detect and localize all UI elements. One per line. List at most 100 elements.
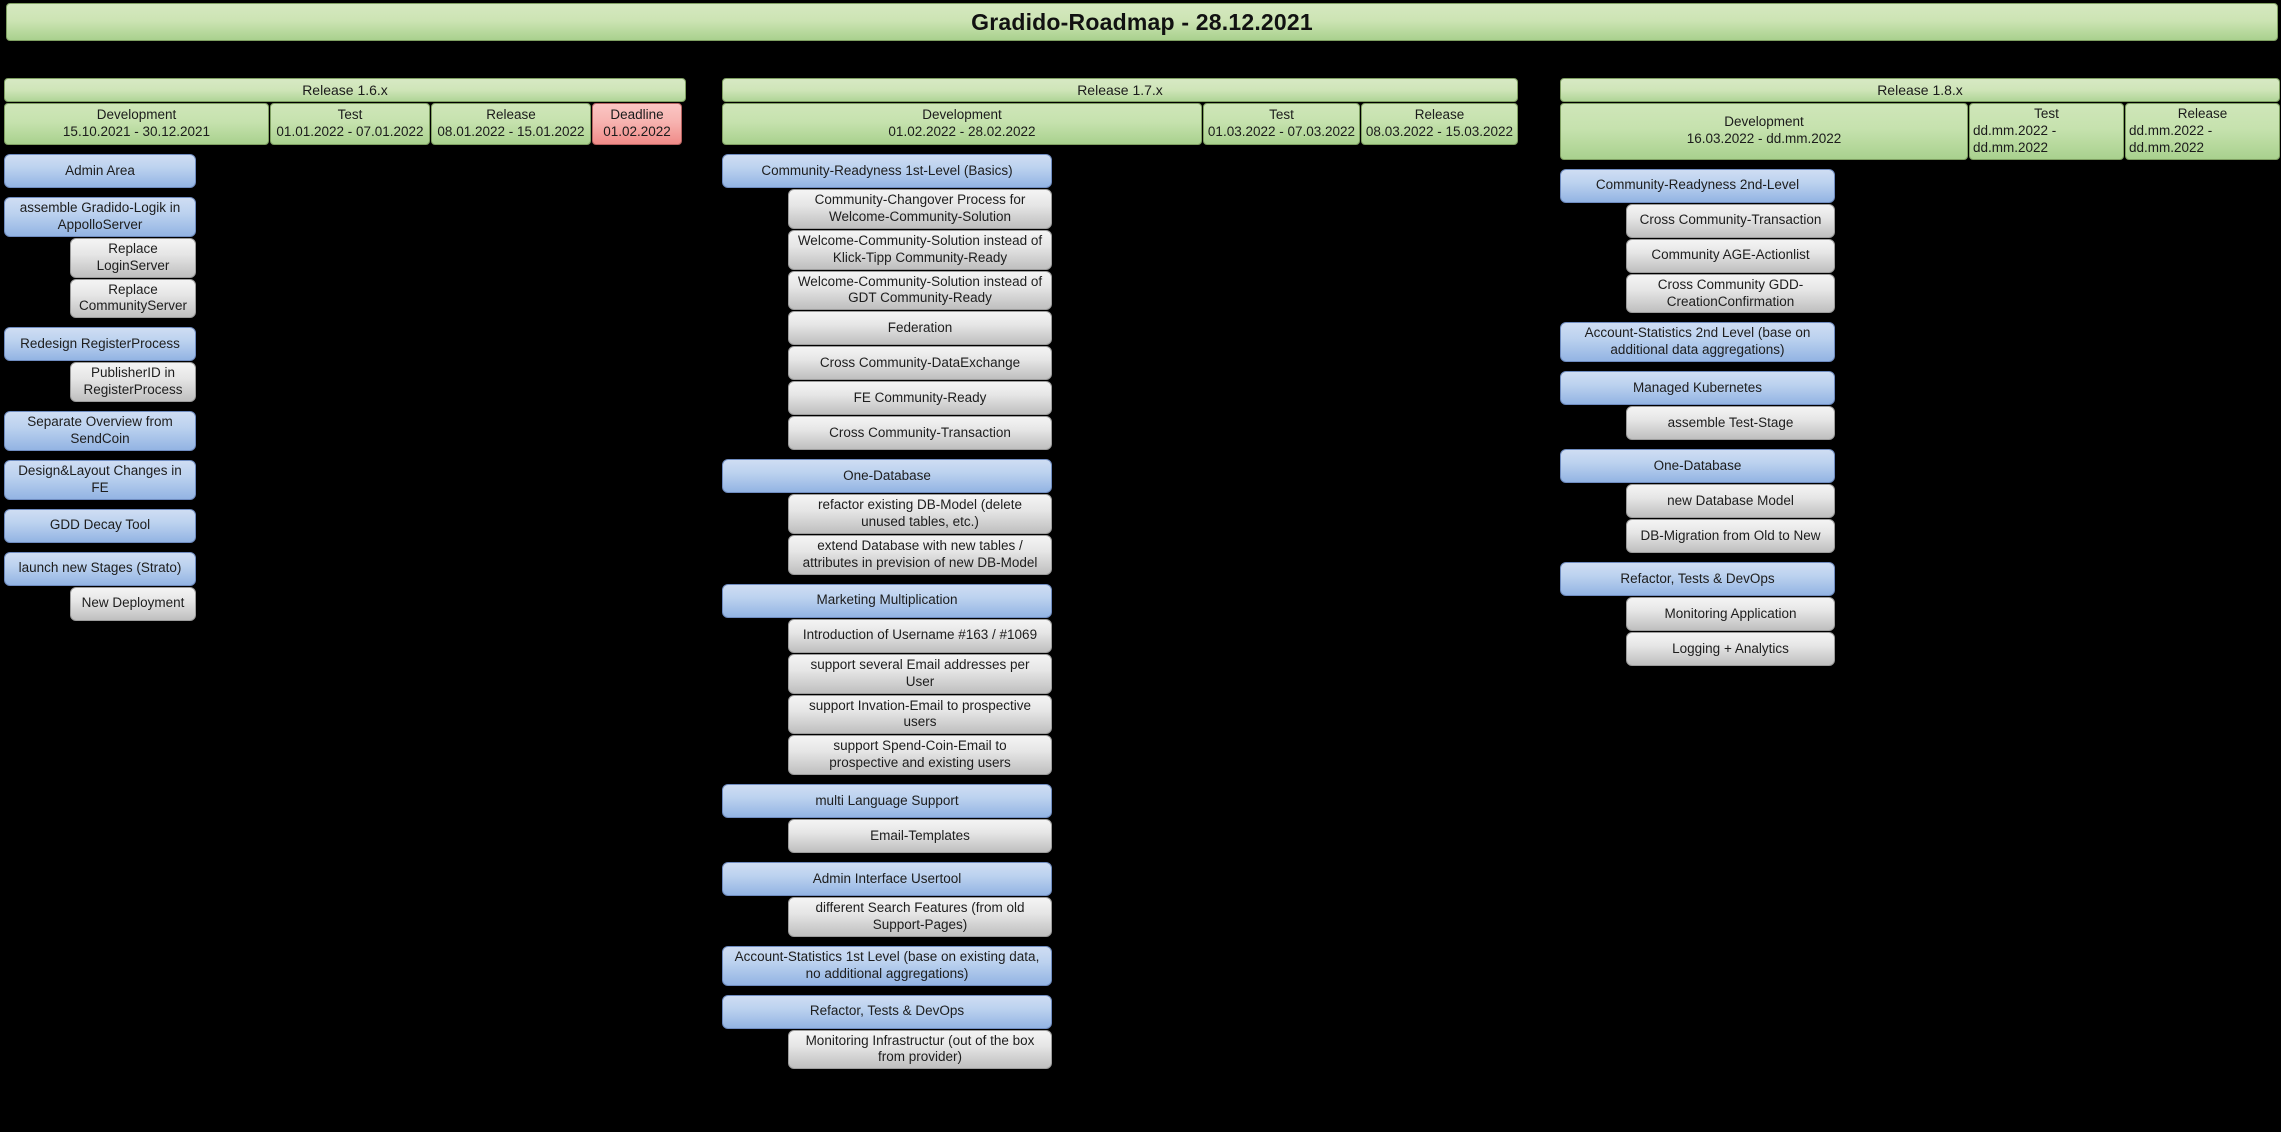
phase-name: Deadline: [610, 107, 664, 123]
task-item-sub[interactable]: support Spend-Coin-Email to prospective …: [788, 735, 1052, 775]
phase-date-range: 08.03.2022 - 15.03.2022: [1365, 124, 1514, 139]
task-item-primary[interactable]: assemble Gradido-Logik in AppolloServer: [4, 197, 196, 237]
phase-name: Development: [922, 107, 1002, 123]
phase-date-range: dd.mm.2022 - dd.mm.2022: [1973, 122, 2057, 155]
phase-name: Test: [2034, 106, 2059, 121]
task-item-primary[interactable]: launch new Stages (Strato): [4, 551, 196, 586]
task-group: Separate Overview from SendCoin: [4, 411, 686, 451]
task-list: Community-Readyness 1st-Level (Basics)Co…: [722, 154, 1518, 1070]
task-item-sub[interactable]: support several Email addresses per User: [788, 653, 1052, 694]
page-title-bar: Gradido-Roadmap - 28.12.2021: [6, 3, 2278, 41]
phase-date-range: 16.03.2022 - dd.mm.2022: [1686, 131, 1842, 147]
task-item-sub[interactable]: extend Database with new tables / attrib…: [788, 535, 1052, 575]
task-item-sub[interactable]: new Database Model: [1626, 484, 1835, 519]
phase-name: Development: [96, 107, 177, 123]
task-item-primary[interactable]: One-Database: [1560, 449, 1835, 484]
task-item-sub[interactable]: Replace LoginServer: [70, 237, 196, 278]
task-list: Admin Area assemble Gradido-Logik in Appo…: [4, 154, 686, 621]
task-item-sub[interactable]: support Invation-Email to prospective us…: [788, 694, 1052, 735]
task-group: Account-Statistics 2nd Level (base on ad…: [1560, 322, 2280, 363]
task-item-primary[interactable]: GDD Decay Tool: [4, 508, 196, 543]
task-item-sub[interactable]: Monitoring Infrastructur (out of the box…: [788, 1029, 1052, 1070]
task-item-sub[interactable]: Community AGE-Actionlist: [1626, 238, 1835, 273]
task-item-sub[interactable]: Replace CommunityServer: [70, 278, 196, 319]
phase-date-range: 15.10.2021 - 30.12.2021: [62, 124, 211, 139]
phase-date-range: 01.03.2022 - 07.03.2022: [1207, 124, 1356, 139]
task-item-sub[interactable]: Introduction of Username #163 / #1069: [788, 618, 1052, 653]
task-item-sub[interactable]: Welcome-Community-Solution instead of GD…: [788, 270, 1052, 311]
task-item-primary[interactable]: Community-Readyness 2nd-Level: [1560, 168, 1835, 203]
task-item-sub[interactable]: different Search Features (from old Supp…: [788, 897, 1052, 937]
task-item-primary[interactable]: Community-Readyness 1st-Level (Basics): [722, 154, 1052, 188]
phase-date-range: 08.01.2022 - 15.01.2022: [437, 124, 585, 139]
task-item-sub[interactable]: Cross Community-Transaction: [1626, 203, 1835, 238]
task-item-sub[interactable]: New Deployment: [70, 586, 196, 621]
task-group: Design&Layout Changes in FE: [4, 459, 686, 500]
task-group: Admin Area: [4, 154, 686, 188]
task-item-primary[interactable]: Separate Overview from SendCoin: [4, 411, 196, 451]
task-item-sub[interactable]: Monitoring Application: [1626, 597, 1835, 632]
task-item-primary[interactable]: Design&Layout Changes in FE: [4, 459, 196, 500]
task-item-sub[interactable]: FE Community-Ready: [788, 381, 1052, 416]
task-item-sub[interactable]: Federation: [788, 311, 1052, 346]
task-group: GDD Decay Tool: [4, 508, 686, 543]
task-item-sub[interactable]: Cross Community GDD-CreationConfirmation: [1626, 273, 1835, 314]
phase-date-range: 01.01.2022 - 07.01.2022: [276, 124, 424, 139]
task-item-primary[interactable]: multi Language Support: [722, 784, 1052, 818]
task-item-primary[interactable]: Admin Area: [4, 154, 196, 188]
phase-date-range: 01.02.2022: [603, 124, 671, 139]
phase-name: Test: [337, 107, 363, 123]
task-item-sub[interactable]: PublisherID in RegisterProcess: [70, 362, 196, 402]
phase-date-range: dd.mm.2022 - dd.mm.2022: [2129, 122, 2213, 155]
task-item-primary[interactable]: Marketing Multiplication: [722, 583, 1052, 618]
task-item-primary[interactable]: Refactor, Tests & DevOps: [722, 994, 1052, 1029]
task-item-sub[interactable]: Community-Changover Process for Welcome-…: [788, 189, 1052, 229]
task-item-primary[interactable]: Redesign RegisterProcess: [4, 327, 196, 362]
task-item-sub[interactable]: Cross Community-Transaction: [788, 416, 1052, 451]
task-item-primary[interactable]: One-Database: [722, 459, 1052, 494]
task-item-primary[interactable]: Refactor, Tests & DevOps: [1560, 562, 1835, 597]
release-title: Release 1.8.x: [1560, 78, 2280, 102]
task-item-primary[interactable]: Account-Statistics 1st Level (base on ex…: [722, 945, 1052, 986]
task-item-sub[interactable]: DB-Migration from Old to New: [1626, 519, 1835, 554]
task-item-sub[interactable]: Logging + Analytics: [1626, 632, 1835, 667]
task-item-sub[interactable]: Cross Community-DataExchange: [788, 346, 1052, 381]
task-item-sub[interactable]: Email-Templates: [788, 819, 1052, 853]
task-item-sub[interactable]: refactor existing DB-Model (delete unuse…: [788, 494, 1052, 534]
task-item-sub[interactable]: Welcome-Community-Solution instead of Kl…: [788, 229, 1052, 270]
task-group: Account-Statistics 1st Level (base on ex…: [722, 945, 1518, 986]
release-title: Release 1.6.x: [4, 78, 686, 102]
task-item-primary[interactable]: Admin Interface Usertool: [722, 862, 1052, 896]
task-item-sub[interactable]: assemble Test-Stage: [1626, 406, 1835, 441]
phase-name: Release: [2177, 106, 2228, 121]
task-item-primary[interactable]: Managed Kubernetes: [1560, 371, 1835, 406]
task-item-primary[interactable]: Account-Statistics 2nd Level (base on ad…: [1560, 322, 1835, 363]
task-group: launch new Stages (Strato)New Deployment: [4, 551, 686, 621]
phase-name: Release: [486, 107, 536, 123]
phase-name: Test: [1269, 107, 1294, 123]
